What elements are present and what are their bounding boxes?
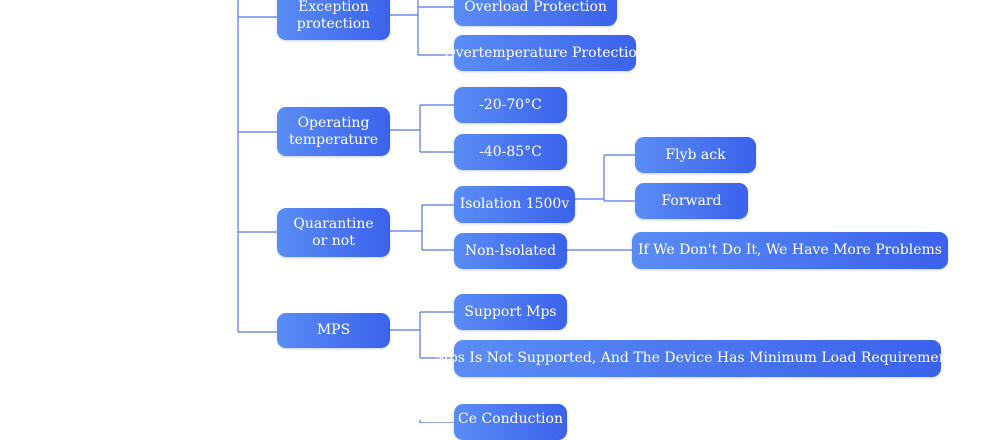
- node-flyback: Flyb ack: [635, 137, 756, 173]
- category-operating-temperature: Operating temperature: [277, 107, 390, 156]
- node-label: Support Mps: [464, 303, 557, 320]
- category-mps: MPS: [277, 313, 390, 348]
- category-quarantine: Quarantine or not: [277, 208, 390, 257]
- node-label: Overtemperature Protection: [444, 44, 646, 61]
- node-isolation: Isolation 1500v: [454, 186, 575, 223]
- node-label: Isolation 1500v: [459, 196, 570, 212]
- category-label: Exception protection: [296, 0, 371, 32]
- node-overload-protection: Overload Protection: [454, 0, 617, 26]
- node-mps-not-supported: Mps Is Not Supported, And The Device Has…: [434, 340, 961, 377]
- category-label: MPS: [316, 322, 351, 338]
- node-label: Non-Isolated: [464, 242, 557, 259]
- node-ce-conduction: Ce Conduction: [454, 404, 567, 440]
- node-label: Flyb ack: [665, 146, 726, 163]
- node-overtemperature-protection: Overtemperature Protection: [444, 35, 646, 71]
- node-label: Overload Protection: [464, 0, 607, 15]
- node-temp-range-2: -40-85°C: [454, 134, 567, 170]
- node-non-isolated-note: If We Don't Do It, We Have More Problems: [632, 232, 948, 269]
- node-label: -20-70°C: [479, 96, 542, 113]
- node-label: If We Don't Do It, We Have More Problems: [637, 242, 942, 258]
- node-temp-range-1: -20-70°C: [454, 87, 567, 123]
- connector-lines: [237, 0, 635, 423]
- node-label: Mps Is Not Supported, And The Device Has…: [434, 350, 961, 366]
- node-forward: Forward: [635, 183, 748, 219]
- node-label: Ce Conduction: [458, 411, 563, 427]
- node-support-mps: Support Mps: [454, 294, 567, 330]
- category-label: Quarantine or not: [293, 215, 374, 249]
- category-label: Operating temperature: [288, 114, 379, 148]
- node-label: Forward: [661, 192, 722, 209]
- node-non-isolated: Non-Isolated: [454, 233, 567, 269]
- node-label: -40-85°C: [479, 143, 542, 160]
- category-exception-protection: Exception protection: [277, 0, 390, 40]
